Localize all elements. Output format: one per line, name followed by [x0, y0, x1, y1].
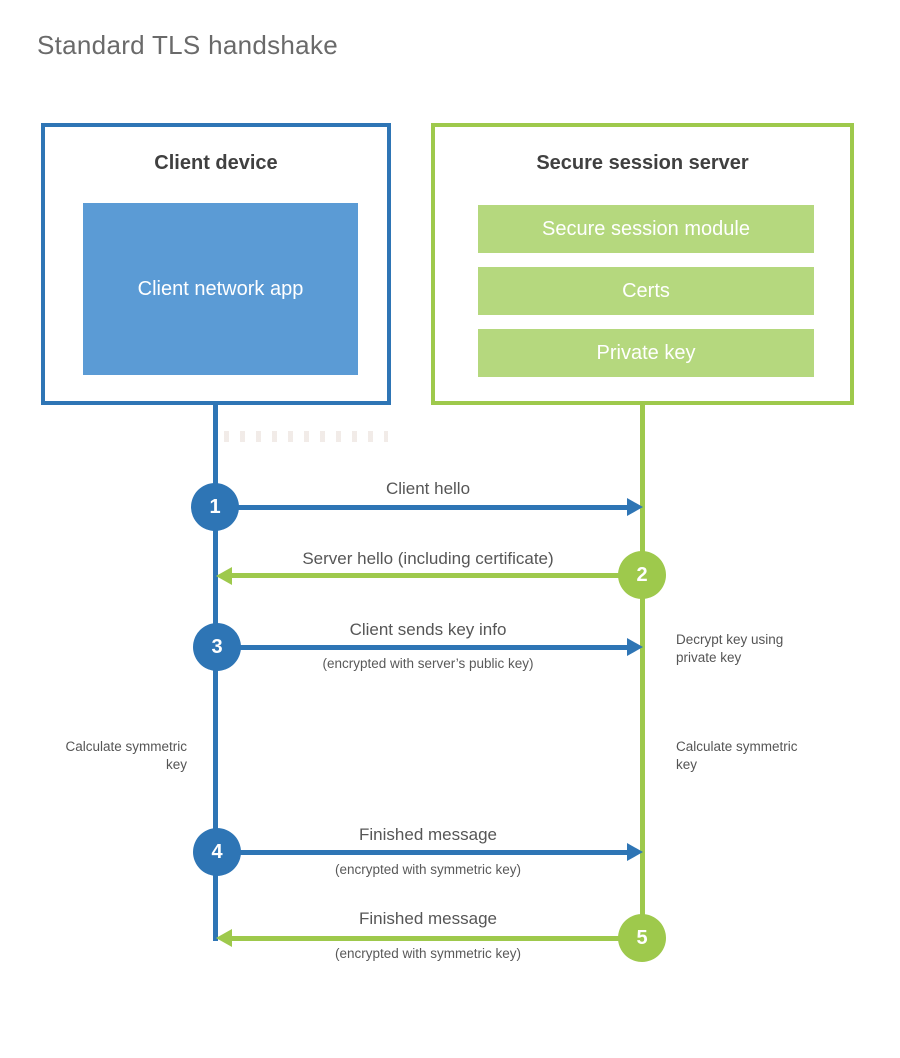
step5-number-badge: 5: [618, 914, 666, 962]
step4-arrowhead-right-icon: [627, 843, 643, 861]
step2-label: Server hello (including certificate): [302, 549, 554, 568]
note-calculate-symmetric-key-left: Calculate symmetric key: [65, 739, 187, 772]
step3-sublabel: (encrypted with server’s public key): [322, 656, 534, 671]
module-certs: Certs: [478, 267, 814, 315]
note-calculate-symmetric-key-right: Calculate symmetric key: [676, 739, 798, 772]
step4-sublabel: (encrypted with symmetric key): [334, 862, 522, 877]
step3-label: Client sends key info: [349, 620, 507, 639]
step1-label: Client hello: [385, 479, 471, 498]
step1-number-badge: 1: [191, 483, 239, 531]
step1-arrowhead-right-icon: [627, 498, 643, 516]
client-device-box: Client device Client network app: [41, 123, 391, 405]
server-modules: Secure session module Certs Private key: [478, 205, 814, 391]
module-private-key: Private key: [478, 329, 814, 377]
server-lifeline: [640, 401, 645, 941]
client-network-app-label: Client network app: [137, 277, 304, 300]
step1-arrow-shaft: [217, 505, 628, 510]
step4-number-badge: 4: [193, 828, 241, 876]
step3-arrowhead-right-icon: [627, 638, 643, 656]
step4-label: Finished message: [359, 825, 497, 844]
note-decrypt-key: Decrypt key using private key: [676, 632, 784, 665]
client-network-app-rect: Client network app: [83, 203, 358, 375]
step5-label: Finished message: [359, 909, 497, 928]
step5-arrowhead-left-icon: [216, 929, 232, 947]
step2-arrow-shaft: [232, 573, 642, 578]
page-title: Standard TLS handshake: [37, 30, 339, 60]
step2-number-badge: 2: [618, 551, 666, 599]
secure-session-server-box: Secure session server Secure session mod…: [431, 123, 854, 405]
faded-dashes-artifact: [224, 431, 388, 442]
step2-arrowhead-left-icon: [216, 567, 232, 585]
step3-arrow-shaft: [219, 645, 628, 650]
module-secure-session: Secure session module: [478, 205, 814, 253]
step5-arrow-shaft: [232, 936, 642, 941]
client-lifeline: [213, 401, 218, 941]
step5-sublabel: (encrypted with symmetric key): [334, 946, 522, 961]
client-device-title: Client device: [154, 152, 278, 174]
step3-number-badge: 3: [193, 623, 241, 671]
secure-session-server-title: Secure session server: [536, 152, 749, 174]
step4-arrow-shaft: [219, 850, 628, 855]
